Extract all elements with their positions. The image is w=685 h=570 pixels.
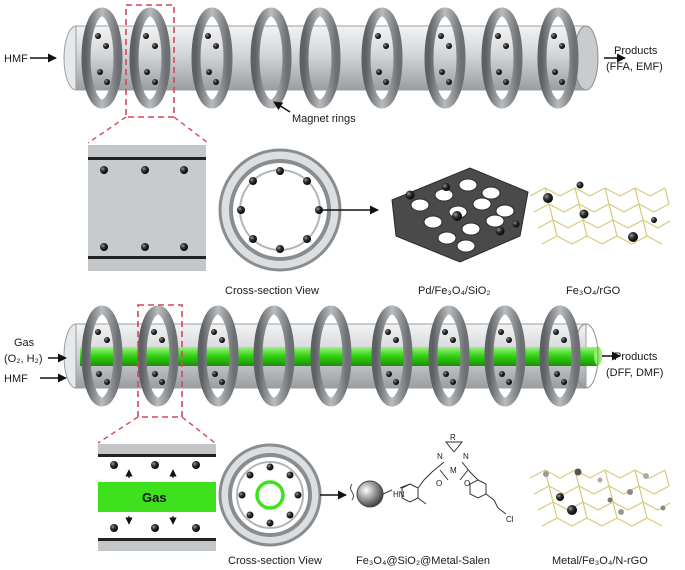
top-products-label: Products: [614, 45, 658, 57]
magnet-ring: [537, 7, 579, 109]
catalyst-rgo-label: Fe₃O₄/rGO: [566, 285, 621, 297]
salen-hn: HN: [393, 490, 405, 499]
magnet-ring: [253, 305, 295, 407]
gas-inlet-label: Gas: [14, 337, 35, 349]
magnet-ring: [197, 305, 239, 407]
catalyst-pd-label: Pd/Fe₃O₄/SiO₂: [418, 285, 491, 297]
magnet-ring: [81, 7, 123, 109]
salen-o2: O: [464, 479, 470, 488]
catalyst-salen-label: Fe₃O₄@SiO₂@Metal-Salen: [356, 555, 490, 567]
pd-fe3o4-sio2-catalyst: [391, 167, 529, 263]
magnet-ring: [481, 7, 523, 109]
bottom-products-label: Products: [614, 351, 658, 363]
magnet-ring: [310, 305, 352, 407]
magnet-ring: [299, 7, 341, 109]
zoom-line-right: [181, 416, 216, 444]
salen-m: M: [450, 466, 457, 475]
top-cross-section: [218, 148, 379, 272]
top-inlet-label: HMF: [4, 53, 28, 65]
zoom-line-right: [173, 116, 209, 144]
magnet-ring: [428, 305, 470, 407]
top-particles: [95, 33, 565, 85]
bottom-reactor: [40, 304, 621, 418]
salen-o1: O: [436, 479, 442, 488]
magnet-ring: [191, 7, 233, 109]
bottom-cross-section-label: Cross-section View: [228, 555, 322, 567]
magnet-ring: [250, 7, 292, 109]
bottom-longitudinal-section: [98, 444, 216, 551]
bottom-cross-section: [218, 443, 347, 547]
rings-pointer-arrow: [273, 101, 291, 113]
magnet-ring: [484, 305, 526, 407]
metal-salen-structure: [350, 441, 507, 515]
gas-core: [255, 480, 285, 510]
zoom-line-left: [87, 116, 127, 144]
salen-cl: Cl: [506, 515, 514, 524]
zoom-selection-box: [125, 4, 175, 118]
magnet-rings-label: Magnet rings: [292, 113, 356, 125]
magnet-ring: [424, 7, 466, 109]
top-longitudinal-section: [88, 145, 206, 271]
salen-n1: N: [437, 452, 443, 461]
magnet-ring: [361, 7, 403, 109]
magnet-ring: [129, 7, 171, 109]
catalyst-nrgo-label: Metal/Fe₃O₄/N-rGO: [552, 555, 648, 567]
salen-n2: N: [463, 452, 469, 461]
zoom-line-left: [97, 416, 139, 444]
gas-band-label: Gas: [142, 490, 167, 505]
top-reactor: [30, 4, 626, 118]
gas-band: [98, 482, 216, 512]
magnet-ring: [81, 305, 123, 407]
fe3o4-rgo-catalyst: [529, 181, 671, 245]
magnet-ring: [137, 305, 179, 407]
bottom-inlet-label: HMF: [4, 373, 28, 385]
metal-n-rgo-catalyst: [529, 468, 671, 527]
magnet-ring: [539, 305, 581, 407]
magnet-ring: [371, 305, 413, 407]
zoom-selection-box: [137, 304, 183, 418]
gas-species-label: (O₂, H₂): [4, 353, 42, 365]
salen-r: R: [450, 433, 456, 442]
bottom-products-list: (DFF, DMF): [606, 367, 663, 379]
top-cross-section-label: Cross-section View: [225, 285, 319, 297]
top-products-list: (FFA, EMF): [606, 61, 663, 73]
